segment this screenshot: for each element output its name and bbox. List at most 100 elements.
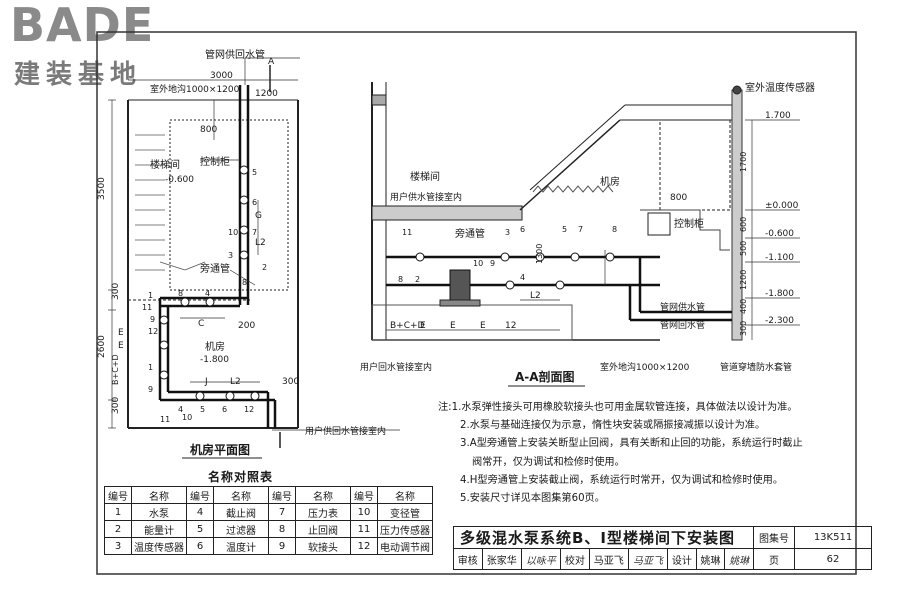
section-dim-800: 800	[670, 193, 687, 203]
section-bypass: 旁通管	[455, 227, 485, 240]
legend-header-cell: 名称	[131, 486, 187, 504]
section-num: 3	[505, 228, 510, 237]
section-user-supply: 用户供水管接室内	[390, 191, 462, 203]
plan-stair-level: -0.600	[165, 175, 194, 185]
legend-cell: 2	[104, 520, 132, 538]
plan-num: 4	[205, 289, 210, 298]
plan-num: 5	[200, 405, 205, 414]
plan-num: 6	[222, 405, 227, 414]
legend-cell: 温度计	[213, 537, 269, 555]
legend-cell: 水泵	[131, 503, 187, 521]
notes-prefix: 注:	[438, 402, 452, 413]
legend-cell: 过滤器	[213, 520, 269, 538]
section-view	[371, 82, 800, 341]
plan-num: 12	[244, 405, 254, 414]
plan-item-numbers: 1 11 9 12 8 4 5 6 7 10 3 2 8 4 5 6 12 11…	[142, 168, 267, 424]
section-num: 8	[612, 225, 617, 234]
legend-cell: 变径管	[377, 503, 433, 521]
section-dim-1300: 1300	[535, 244, 544, 264]
page-label: 页	[753, 548, 795, 570]
section-vdim: 1200	[739, 270, 748, 290]
plan-num: 10	[182, 413, 192, 422]
legend-cell: 3	[104, 537, 132, 555]
legend-header-cell: 编号	[268, 486, 296, 504]
section-outdoor-sensor: 室外温度传感器	[745, 81, 815, 94]
plan-num: 11	[160, 415, 170, 424]
plan-dim-300a: 300	[111, 283, 121, 300]
plan-num: 8	[242, 278, 247, 287]
section-level: 1.700	[765, 111, 791, 121]
section-vdim: 500	[739, 241, 748, 256]
review-label: 审核	[453, 548, 483, 570]
plan-dim-top: 3000	[210, 71, 233, 81]
section-room-label: 机房	[600, 175, 620, 188]
plan-stair-label: 楼梯间	[150, 158, 180, 171]
plan-dim-2600: 2600	[97, 335, 107, 358]
plan-room-label: 机房	[205, 340, 225, 353]
section-level: -0.600	[765, 229, 794, 239]
plan-num: 7	[252, 228, 257, 237]
legend-header-cell: 名称	[213, 486, 269, 504]
plan-dim-3500: 3500	[97, 177, 107, 200]
notes-block: 注:1.水泵弹性接头可用橡胶软接头也可用金属软管连接，具体做法以设计为准。 2.…	[438, 399, 848, 508]
legend-cell: 5	[186, 520, 214, 538]
legend-cell: 1	[104, 503, 132, 521]
plan-trench-label: 室外地沟1000×1200	[150, 83, 240, 95]
reviewer-signature: 以咏平	[520, 548, 562, 570]
plan-letter-e1: E	[118, 328, 124, 338]
plan-section-mark: A	[268, 57, 275, 67]
plan-num: 6	[252, 198, 257, 207]
plan-dim-800: 800	[200, 125, 217, 135]
legend-cell: 电动调节阀	[377, 537, 433, 555]
section-user-return: 用户回水管接室内	[360, 361, 432, 373]
note-line-4: 4.H型旁通管上安装截止阀，系统运行时常开，仅为调试和检修时使用。	[460, 474, 784, 486]
legend-row: 1 水泵 4 截止阀 7 压力表 10 变径管	[104, 503, 433, 521]
legend-cell: 9	[268, 537, 296, 555]
legend-cell: 11	[350, 520, 378, 538]
plan-letter-g: G	[255, 211, 262, 221]
section-num: 6	[520, 225, 525, 234]
legend-cell: 止回阀	[295, 520, 351, 538]
section-title: A-A剖面图	[515, 369, 575, 384]
section-bdim: E	[420, 321, 426, 331]
section-bottom-dims: B+C+D E E E 12	[390, 321, 516, 331]
note-text: 1.水泵弹性接头可用橡胶软接头也可用金属软管连接，具体做法以设计为准。	[451, 402, 798, 413]
section-num: 11	[402, 228, 412, 237]
section-level: ±0.000	[765, 201, 799, 211]
plan-view	[108, 57, 400, 448]
brand-logo: BADE 建装基地	[6, 0, 181, 90]
plan-dim-300c: 300	[282, 377, 299, 387]
legend-cell: 10	[350, 503, 378, 521]
atlas-label: 图集号	[753, 526, 795, 549]
section-item-numbers: 11 3 6 5 7 8 8 2 10 9 4	[398, 225, 617, 284]
page-number: 62	[794, 548, 872, 570]
legend-header-cell: 编号	[186, 486, 214, 504]
plan-num: 10	[228, 228, 238, 237]
design-label: 设计	[667, 548, 697, 570]
section-trench: 室外地沟1000×1200	[600, 361, 690, 373]
section-bdim: E	[480, 321, 486, 331]
drawing-title: 多级混水泵系统B、I型楼梯间下安装图	[453, 526, 754, 549]
plan-dim-300b: 300	[111, 397, 121, 414]
atlas-number: 13K511	[794, 526, 872, 549]
section-num: 5	[562, 225, 567, 234]
legend-header-cell: 名称	[377, 486, 433, 504]
legend-header-row: 编号 名称 编号 名称 编号 名称 编号 名称	[104, 486, 433, 504]
section-net-return: 管网回水管	[660, 319, 705, 331]
legend-cell: 4	[186, 503, 214, 521]
logo-tagline: 建装基地	[14, 60, 143, 90]
plan-num: 5	[252, 168, 257, 177]
plan-num: 9	[150, 315, 155, 324]
checker-signature: 马亚飞	[627, 548, 669, 570]
section-level: -1.100	[765, 253, 794, 263]
designer-signature: 姚琳	[724, 548, 754, 570]
logo-text: BADE	[10, 0, 155, 52]
plan-user-supply-label: 用户供回水管接室内	[305, 425, 386, 437]
legend-cell: 能量计	[131, 520, 187, 538]
section-vdim: 600	[739, 217, 748, 232]
section-letter-l2: L2	[530, 291, 541, 301]
legend-cell: 7	[268, 503, 296, 521]
legend-row: 2 能量计 5 过滤器 8 止回阀 11 压力传感器	[104, 520, 433, 538]
legend-cell: 压力传感器	[377, 520, 433, 538]
